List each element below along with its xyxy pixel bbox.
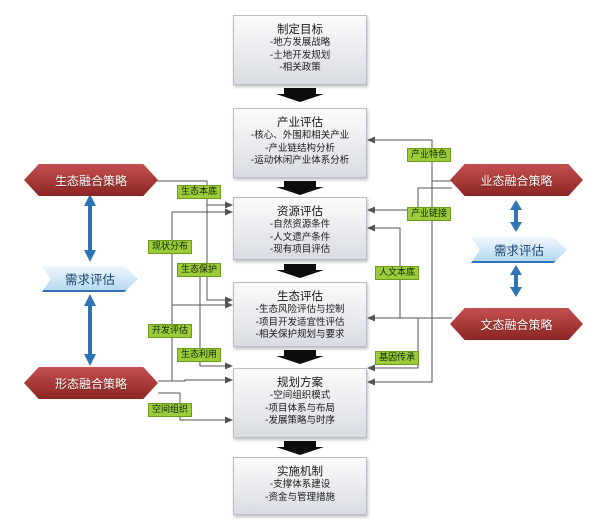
- tag-eco-protection: 生态保护: [177, 263, 222, 277]
- tag-industry-link: 产业链接: [407, 207, 452, 221]
- resource-line: -自然资源条件: [269, 219, 331, 230]
- resource-title: 资源评估: [277, 204, 323, 218]
- goal-line: -相关政策: [279, 62, 321, 73]
- impl-line: -资金与管理措施: [265, 491, 335, 503]
- goal-line: -土地开发规划: [269, 49, 331, 61]
- plan-title: 规划方案: [277, 375, 323, 389]
- tag-eco-base: 生态本底: [177, 185, 222, 199]
- plan-line: -项目体系与布局: [265, 402, 335, 414]
- industry-line: -运动休闲产业体系分析: [250, 155, 350, 166]
- goal-box: 制定目标 -地方发展战略 -土地开发规划 -相关政策: [233, 15, 367, 85]
- ecology-title: 生态评估: [277, 289, 323, 303]
- resource-line: -人文遗产条件: [269, 231, 331, 243]
- plan-line: -空间组织模式: [269, 390, 331, 401]
- industry-title: 产业评估: [277, 115, 323, 129]
- ecology-line: -生态风险评估与控制: [255, 304, 345, 315]
- ecology-line: -相关保护规划与要求: [255, 329, 345, 340]
- plan-line: -发展策略与时序: [265, 415, 335, 426]
- industry-line: -产业链结构分析: [265, 142, 335, 154]
- industry-line: -核心、外围和相关产业: [250, 130, 350, 141]
- resource-assessment-box: 资源评估 -自然资源条件 -人文遗产条件 -现有项目评估: [233, 197, 367, 260]
- industry-strategy-hexagon: 业态融合策略: [450, 164, 583, 196]
- ecology-line: -项目开发适宜性评估: [255, 316, 345, 328]
- tag-eco-utilization: 生态利用: [177, 348, 222, 362]
- needs-assessment-right: 需求评估: [471, 237, 567, 263]
- needs-assessment-left: 需求评估: [42, 266, 138, 292]
- goal-title: 制定目标: [277, 22, 323, 36]
- tag-human-base: 人文本底: [375, 266, 420, 280]
- tag-status-distribution: 现状分布: [148, 240, 193, 254]
- ecology-assessment-box: 生态评估 -生态风险评估与控制 -项目开发适宜性评估 -相关保护规划与要求: [233, 282, 367, 347]
- implementation-box: 实施机制 -支撑体系建设 -资金与管理措施: [233, 457, 367, 515]
- tag-dev-evaluation: 开发评估: [148, 324, 193, 338]
- impl-line: -支撑体系建设: [269, 479, 331, 490]
- resource-line: -现有项目评估: [269, 244, 331, 255]
- industry-assessment-box: 产业评估 -核心、外围和相关产业 -产业链结构分析 -运动休闲产业体系分析: [233, 108, 367, 178]
- form-strategy-hexagon: 形态融合策略: [24, 367, 158, 399]
- goal-line: -地方发展战略: [269, 37, 331, 48]
- culture-strategy-hexagon: 文态融合策略: [450, 308, 583, 340]
- eco-strategy-hexagon: 生态融合策略: [24, 164, 158, 196]
- tag-industry-feature: 产业特色: [407, 148, 452, 162]
- tag-spatial-organization: 空间组织: [148, 403, 193, 417]
- tag-gene-inheritance: 基因传承: [375, 351, 420, 365]
- plan-box: 规划方案 -空间组织模式 -项目体系与布局 -发展策略与时序: [233, 368, 367, 438]
- impl-title: 实施机制: [277, 464, 323, 478]
